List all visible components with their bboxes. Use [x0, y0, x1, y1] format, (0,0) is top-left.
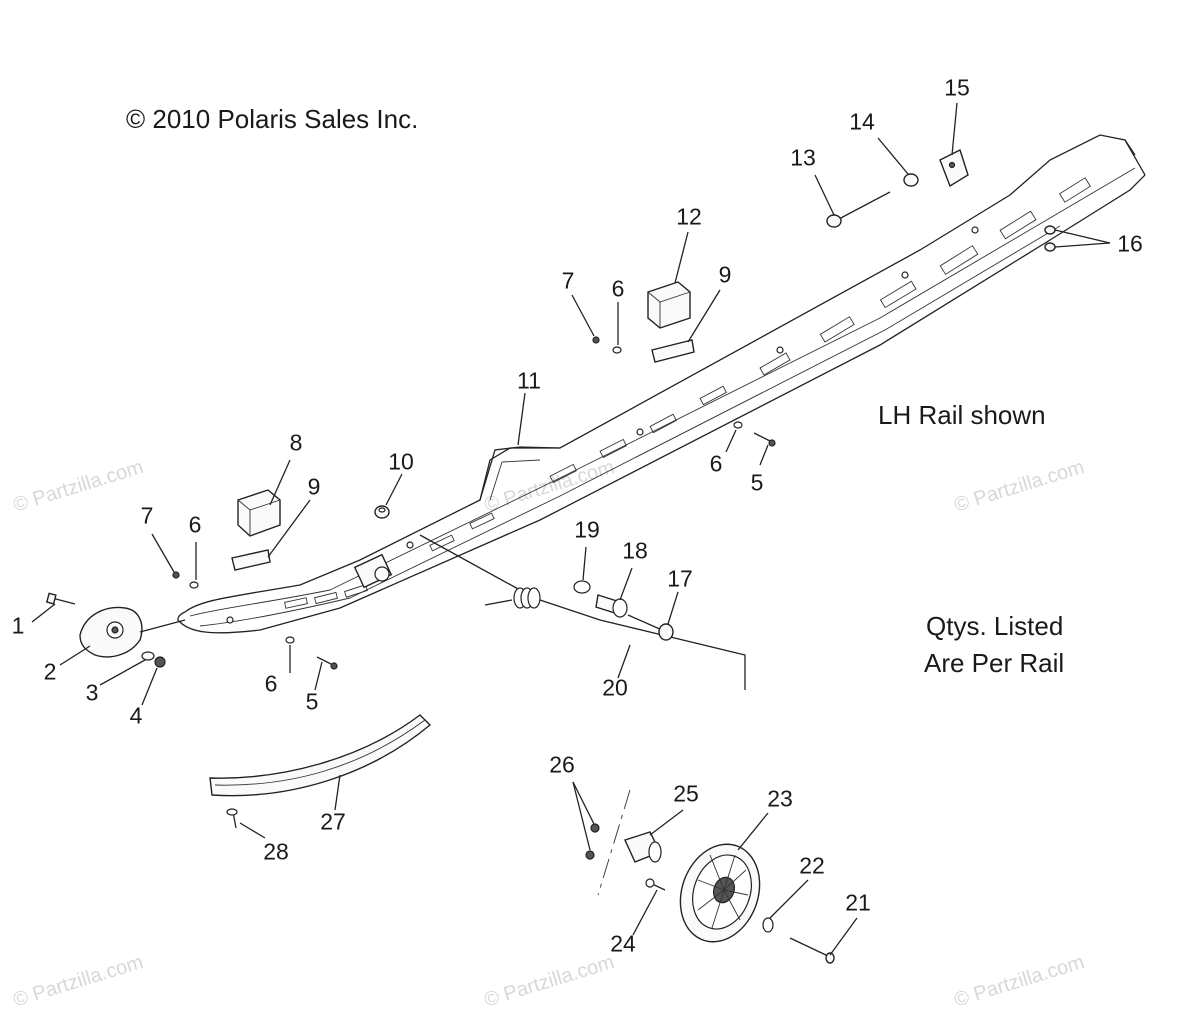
callout-11: 11: [517, 367, 541, 394]
washer-part-6: [189, 581, 199, 589]
bolt-part-16: [1044, 225, 1056, 252]
wheel-part-23: [679, 843, 761, 943]
callout-21: 21: [845, 889, 871, 916]
callout-20: 20: [602, 674, 628, 701]
slide-rail-part-11: [177, 134, 1146, 634]
block-part-12: [647, 281, 691, 329]
bolt-part-13: [826, 191, 891, 228]
callout-27: 27: [320, 808, 346, 835]
callout-6: 6: [611, 275, 625, 302]
bushing-part-18: [595, 594, 628, 618]
callout-9: 9: [307, 473, 321, 500]
bolt-part-5-low: [316, 656, 338, 670]
bolt-part-1: [45, 592, 76, 605]
callout-28: 28: [263, 838, 289, 865]
washer-part-6-mid: [733, 421, 743, 429]
callout-4: 4: [129, 702, 143, 729]
callout-25: 25: [673, 780, 699, 807]
callout-24: 24: [610, 930, 636, 957]
block-part-8: [237, 489, 281, 537]
callout-6: 6: [264, 670, 278, 697]
callout-3: 3: [85, 679, 99, 706]
leader-lines: [31, 102, 1111, 956]
washer-part-6-rear: [612, 346, 622, 354]
callout-14: 14: [849, 108, 875, 135]
nut-part-7-rear: [592, 336, 600, 344]
centerline: [597, 789, 631, 896]
callout-6: 6: [188, 511, 202, 538]
callout-1: 1: [11, 612, 25, 639]
nut-part-7: [172, 571, 180, 579]
callout-13: 13: [790, 144, 816, 171]
callout-12: 12: [676, 203, 702, 230]
bolt-part-5: [753, 432, 776, 447]
rail-shown-note: LH Rail shown: [878, 400, 1046, 430]
callout-7: 7: [140, 502, 154, 529]
nut-part-14: [903, 173, 919, 187]
callout-19: 19: [574, 516, 600, 543]
bracket-part-9-rear: [651, 339, 695, 363]
torsion-spring-part-20: [419, 534, 746, 690]
copyright-text: © 2010 Polaris Sales Inc.: [126, 104, 419, 134]
callout-5: 5: [750, 469, 764, 496]
callout-23: 23: [767, 785, 793, 812]
slide-part-27: [209, 714, 432, 797]
callout-6: 6: [709, 450, 723, 477]
bolt-part-24: [645, 878, 666, 891]
bracket-part-9: [231, 549, 271, 571]
callout-18: 18: [622, 537, 648, 564]
callout-17: 17: [667, 565, 693, 592]
callout-16: 16: [1117, 230, 1143, 257]
washer-part-3: [141, 651, 155, 661]
bracket-part-15: [939, 149, 969, 188]
nut-part-26b: [585, 850, 595, 860]
callout-26: 26: [549, 751, 575, 778]
callout-8: 8: [289, 429, 303, 456]
axle-part-25: [624, 831, 662, 863]
bolt-part-17: [627, 614, 674, 641]
rail-tip-cap-part-2: [79, 606, 143, 658]
qty-note-line2: Are Per Rail: [924, 648, 1065, 678]
nut-part-26: [590, 823, 600, 833]
qty-note-line1: Qtys. Listed: [926, 611, 1064, 641]
callout-2: 2: [43, 658, 57, 685]
callout-15: 15: [944, 74, 970, 101]
washer-part-6-low: [285, 636, 295, 644]
callout-7: 7: [561, 267, 575, 294]
nut-part-10: [374, 505, 390, 519]
bolt-part-21: [789, 937, 835, 964]
washer-part-22: [762, 917, 774, 933]
bolt-part-28: [226, 808, 238, 829]
callout-22: 22: [799, 852, 825, 879]
washer-part-19: [573, 580, 591, 594]
nut-part-4: [154, 656, 166, 668]
callout-5: 5: [305, 688, 319, 715]
callout-10: 10: [388, 448, 414, 475]
callout-9: 9: [718, 261, 732, 288]
